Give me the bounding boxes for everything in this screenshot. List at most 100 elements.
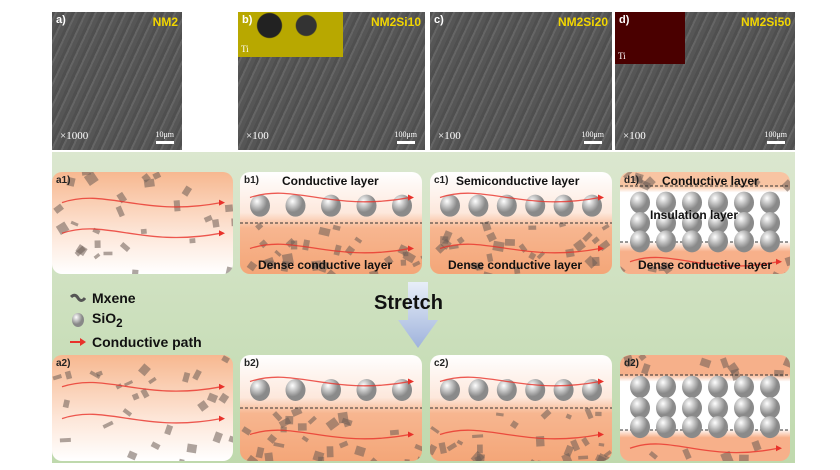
legend-path: Conductive path — [70, 331, 202, 353]
mxene-flake — [218, 392, 230, 404]
mxene-flake — [366, 457, 378, 461]
mxene-flake — [647, 265, 658, 273]
schematic-a2: a2) — [52, 355, 233, 461]
mxene-flake — [720, 357, 730, 369]
mxene-flake — [140, 388, 150, 399]
sio2-sphere — [760, 397, 780, 419]
scale-bar: 10μm — [155, 130, 174, 144]
conductive-path — [249, 243, 411, 254]
eds-inset: Ti — [615, 12, 685, 64]
mxene-flake — [474, 455, 482, 461]
sio2-sphere — [760, 191, 780, 214]
mxene-icon — [70, 293, 86, 302]
mxene-flake — [528, 251, 537, 261]
scale-bar: 100μm — [394, 130, 417, 144]
mxene-flake — [682, 448, 692, 460]
legend-sio2: SiO2 — [70, 309, 202, 331]
mxene-flake — [344, 245, 356, 256]
panel-label: c1) — [434, 175, 449, 186]
sio2-sphere — [682, 416, 702, 439]
mxene-flake — [438, 442, 447, 454]
mxene-flake — [64, 370, 73, 380]
mxene-flake — [773, 369, 784, 377]
mxene-flake — [573, 239, 586, 253]
top-layer-label: Conductive layer — [662, 174, 759, 188]
mxene-flake — [318, 226, 331, 237]
mxene-flake — [267, 433, 278, 444]
mxene-flake — [595, 411, 602, 417]
mxene-flake — [131, 392, 140, 401]
mxene-flake — [66, 176, 76, 187]
sio2-sphere — [630, 397, 650, 419]
sio2-sphere — [630, 416, 650, 439]
mxene-flake — [591, 236, 600, 245]
sio2-sphere — [760, 212, 780, 234]
mxene-flake — [389, 429, 400, 436]
mxene-flake — [486, 231, 497, 243]
mxene-flake — [430, 426, 440, 434]
mxene-flake — [307, 415, 317, 425]
schematic-d2: d2) — [620, 355, 790, 461]
sio2-sphere — [630, 375, 650, 398]
red-arrow-icon — [70, 338, 86, 346]
mxene-flake — [192, 369, 202, 381]
mxene-flake — [337, 411, 349, 424]
eds-inset: Ti — [238, 12, 343, 57]
mxene-flake — [206, 392, 219, 404]
panel-label: d2) — [624, 358, 639, 369]
mxene-flake — [784, 256, 790, 267]
sio2-sphere — [656, 230, 676, 253]
mxene-flake — [302, 239, 311, 251]
mxene-flake — [752, 177, 761, 187]
mxene-flake — [486, 253, 494, 263]
sio2-sphere — [496, 194, 517, 217]
mxene-flake — [528, 459, 537, 461]
sio2-sphere — [708, 230, 728, 253]
mxene-flake — [173, 200, 181, 212]
sio2-sphere — [285, 194, 306, 217]
panel-label: b) — [242, 14, 253, 26]
sio2-sphere — [708, 416, 728, 439]
sample-name: NM2 — [152, 15, 178, 29]
sio2-sphere — [682, 397, 702, 419]
mxene-flake — [332, 224, 341, 231]
mxene-flake — [492, 240, 505, 252]
mxene-flake — [62, 399, 70, 409]
mxene-flake — [285, 415, 294, 425]
mxene-flake — [354, 236, 363, 244]
mxene-flake — [771, 271, 781, 274]
mxene-flake — [751, 440, 762, 452]
mxene-flake — [620, 266, 626, 274]
mxene-flake — [414, 443, 422, 453]
mxene-flake — [472, 434, 484, 439]
mxene-flake — [477, 444, 483, 454]
mxene-flake — [638, 179, 651, 191]
mxene-flake — [89, 370, 101, 379]
sio2-sphere — [392, 378, 412, 401]
mxene-flake — [446, 442, 458, 452]
mxene-flake — [75, 244, 88, 257]
sio2-sphere — [734, 375, 754, 398]
mxene-flake — [338, 440, 349, 449]
mxene-flake — [245, 454, 259, 461]
sem-panel-d: Ti d) NM2Si50 ×100 100μm — [615, 12, 795, 150]
sem-panel-a: a) NM2 ×1000 10μm — [52, 12, 182, 150]
mxene-flake — [164, 424, 174, 436]
sio2-sphere — [525, 378, 546, 401]
conductive-path — [439, 376, 601, 387]
mxene-flake — [290, 406, 303, 417]
mxene-flake — [658, 265, 665, 272]
mxene-flake — [481, 220, 492, 232]
bottom-layer-label: Dense conductive layer — [638, 258, 773, 272]
mxene-flake — [784, 271, 790, 274]
sio2-sphere — [630, 230, 650, 253]
mxene-flake — [152, 172, 162, 180]
sio2-sphere — [468, 378, 489, 401]
sio2-sphere — [630, 212, 650, 234]
conductive-path — [249, 376, 411, 387]
mxene-flake — [565, 248, 575, 258]
sio2-sphere — [682, 191, 702, 214]
mxene-flake — [420, 253, 422, 264]
sio2-sphere — [734, 212, 754, 234]
